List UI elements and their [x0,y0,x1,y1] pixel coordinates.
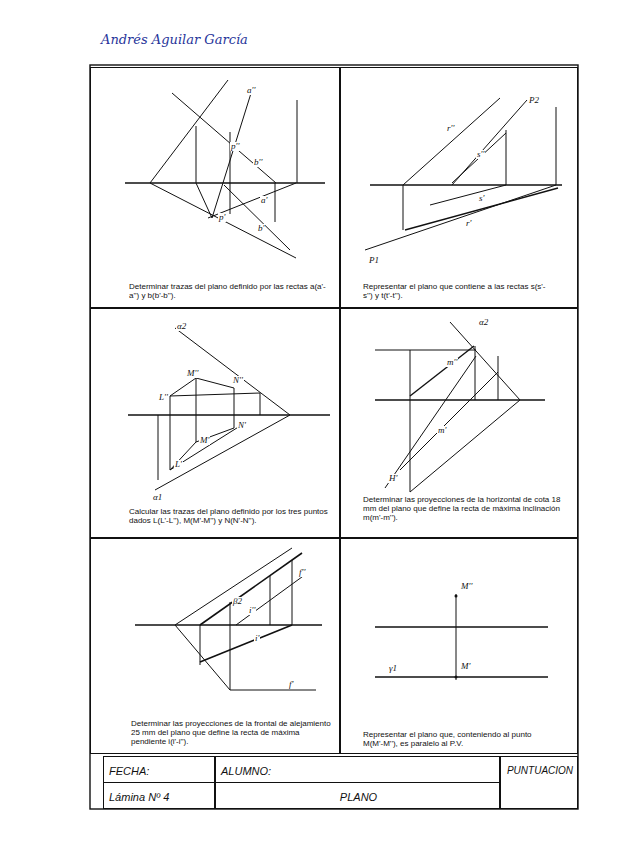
figure-2 [365,98,562,250]
student-name: Andrés Aguilar García [100,33,249,46]
trace-label: γ1 [388,664,398,673]
exercise-statement: Representar el plano que, conteniendo al… [363,730,553,748]
exercise-statement: Determinar las proyecciones de la horizo… [363,495,563,523]
exercise-panel: Determinar las proyecciones de la horizo… [340,308,578,538]
point-label: M' [199,436,210,445]
title-block-text: Lámina Nº 4 [109,791,169,803]
point-label: L' [174,460,183,469]
point-label: N'' [232,376,244,385]
projection-label: f' [288,680,294,689]
exercise-statement: Representar el plano que contiene a las … [363,282,553,300]
figure-6 [375,594,548,680]
point-label: N' [237,421,247,430]
trace-label: α2 [176,322,187,331]
title-block-text: ALUMNO: [221,765,271,777]
sheet-frame [90,65,578,809]
figure-3 [128,328,330,490]
projection-label: f'' [298,568,306,577]
exercise-statement: Calcular las trazas del plano definido p… [129,507,329,525]
projection-label: b'' [253,158,263,167]
trace-label: H' [388,474,398,483]
projection-label: m'' [446,358,458,367]
exercise-panel: Representar el plano que contiene a las … [340,67,578,308]
trace-label: α1 [152,493,163,502]
title-cell: ALUMNO: [215,756,500,783]
projection-label: i'' [248,606,256,615]
trace-label: P2 [528,96,540,105]
trace-label: P1 [368,256,380,265]
title-block-text: FECHA: [109,765,149,777]
point-label: M' [460,662,471,671]
exercise-panel: Calcular las trazas del plano definido p… [90,308,340,538]
exercise-panel: Determinar trazas del plano definido por… [90,67,340,308]
projection-label: a' [260,196,268,205]
projection-label: s'' [476,150,485,159]
point-label: M'' [460,582,473,591]
title-block-text: PUNTUACION [507,765,573,776]
projection-label: p'' [230,142,240,151]
point-label: L'' [158,393,169,402]
projection-label: b' [257,224,265,233]
title-cell: Lámina Nº 4 [103,782,215,809]
exercise-panel: Representar el plano que, conteniendo al… [340,538,578,754]
title-block-text: PLANO [340,791,377,803]
title-cell: FECHA: [103,756,215,783]
exercise-statement: Determinar trazas del plano definido por… [129,282,329,300]
projection-label: i' [254,634,260,643]
figure-5 [135,548,322,690]
projection-label: s' [478,194,485,203]
projection-label: m' [437,426,447,435]
trace-label: α2 [478,318,489,327]
trace-label: β2 [232,597,243,606]
title-cell: PUNTUACION [500,756,578,809]
projection-label: a'' [246,86,256,95]
projection-label: r' [465,219,472,228]
figure-1 [125,80,325,258]
projection-label: r'' [446,124,455,133]
figure-4 [375,322,545,492]
projection-label: p' [218,213,226,222]
title-cell: PLANO [215,782,500,809]
point-label: M'' [186,369,199,378]
exercise-statement: Determinar las proyecciones de la fronta… [131,719,331,747]
